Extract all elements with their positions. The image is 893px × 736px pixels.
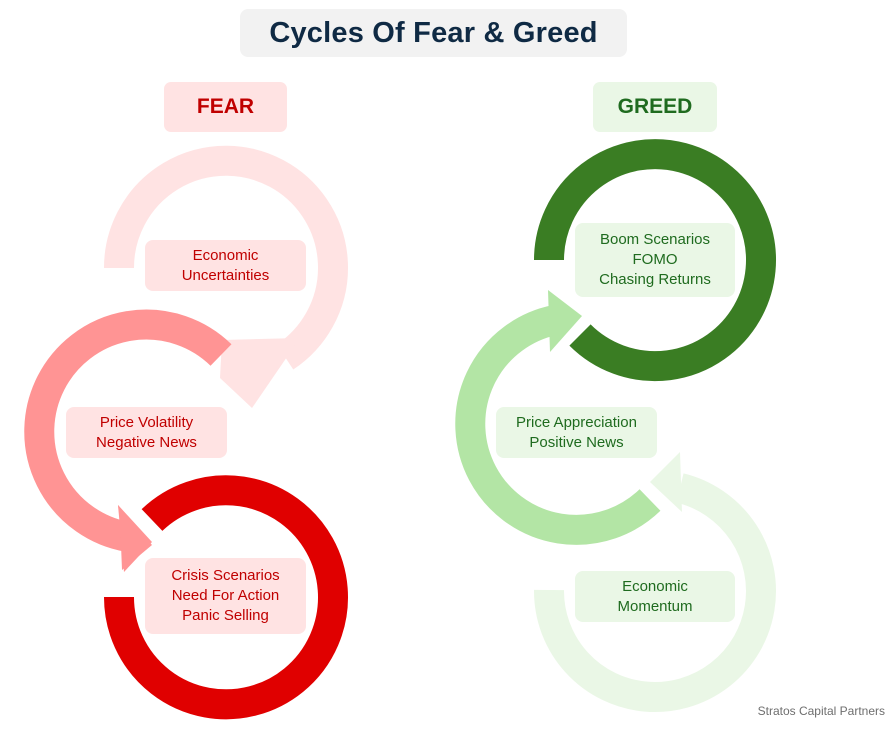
fear-stage-3: Crisis Scenarios Need For Action Panic S… — [145, 558, 306, 634]
greed-arc-2-icon — [455, 290, 661, 545]
footer-attribution: Stratos Capital Partners — [757, 704, 885, 718]
fear-stage-1-line-2: Uncertainties — [181, 266, 270, 284]
greed-stage-1-line-3: Chasing Returns — [599, 271, 711, 288]
fear-arc-1-icon — [103, 145, 348, 408]
greed-stage-3: Economic Momentum — [575, 571, 735, 622]
greed-stage-2-line-1: Price Appreciation — [516, 413, 637, 431]
page-title: Cycles Of Fear & Greed — [269, 16, 598, 49]
greed-arc-1-icon — [534, 139, 776, 382]
greed-stage-2: Price Appreciation Positive News — [496, 407, 657, 458]
fear-stage-2-line-2: Negative News — [96, 433, 197, 451]
greed-stage-1-line-2: FOMO — [632, 251, 678, 268]
fear-stage-3-line-2: Need For Action — [171, 587, 280, 604]
title-box: Cycles Of Fear & Greed — [240, 9, 627, 57]
fear-heading: FEAR — [164, 82, 287, 132]
fear-stage-2: Price Volatility Negative News — [66, 407, 227, 458]
greed-stage-2-line-2: Positive News — [529, 433, 624, 451]
fear-arc-2-icon — [24, 309, 232, 572]
fear-stage-1: Economic Uncertainties — [145, 240, 306, 291]
fear-stage-1-line-1: Economic — [192, 246, 259, 264]
greed-stage-1: Boom Scenarios FOMO Chasing Returns — [575, 223, 735, 297]
greed-arc-3-icon — [533, 452, 776, 712]
fear-stage-3-line-3: Panic Selling — [182, 607, 269, 624]
greed-heading: GREED — [593, 82, 717, 132]
greed-stage-1-line-1: Boom Scenarios — [599, 231, 711, 248]
fear-stage-3-line-1: Crisis Scenarios — [171, 567, 280, 584]
greed-stage-3-line-2: Momentum — [617, 597, 693, 615]
fear-stage-2-line-1: Price Volatility — [99, 413, 194, 431]
fear-arc-3-icon — [104, 475, 348, 720]
greed-stage-3-line-1: Economic — [622, 577, 688, 595]
